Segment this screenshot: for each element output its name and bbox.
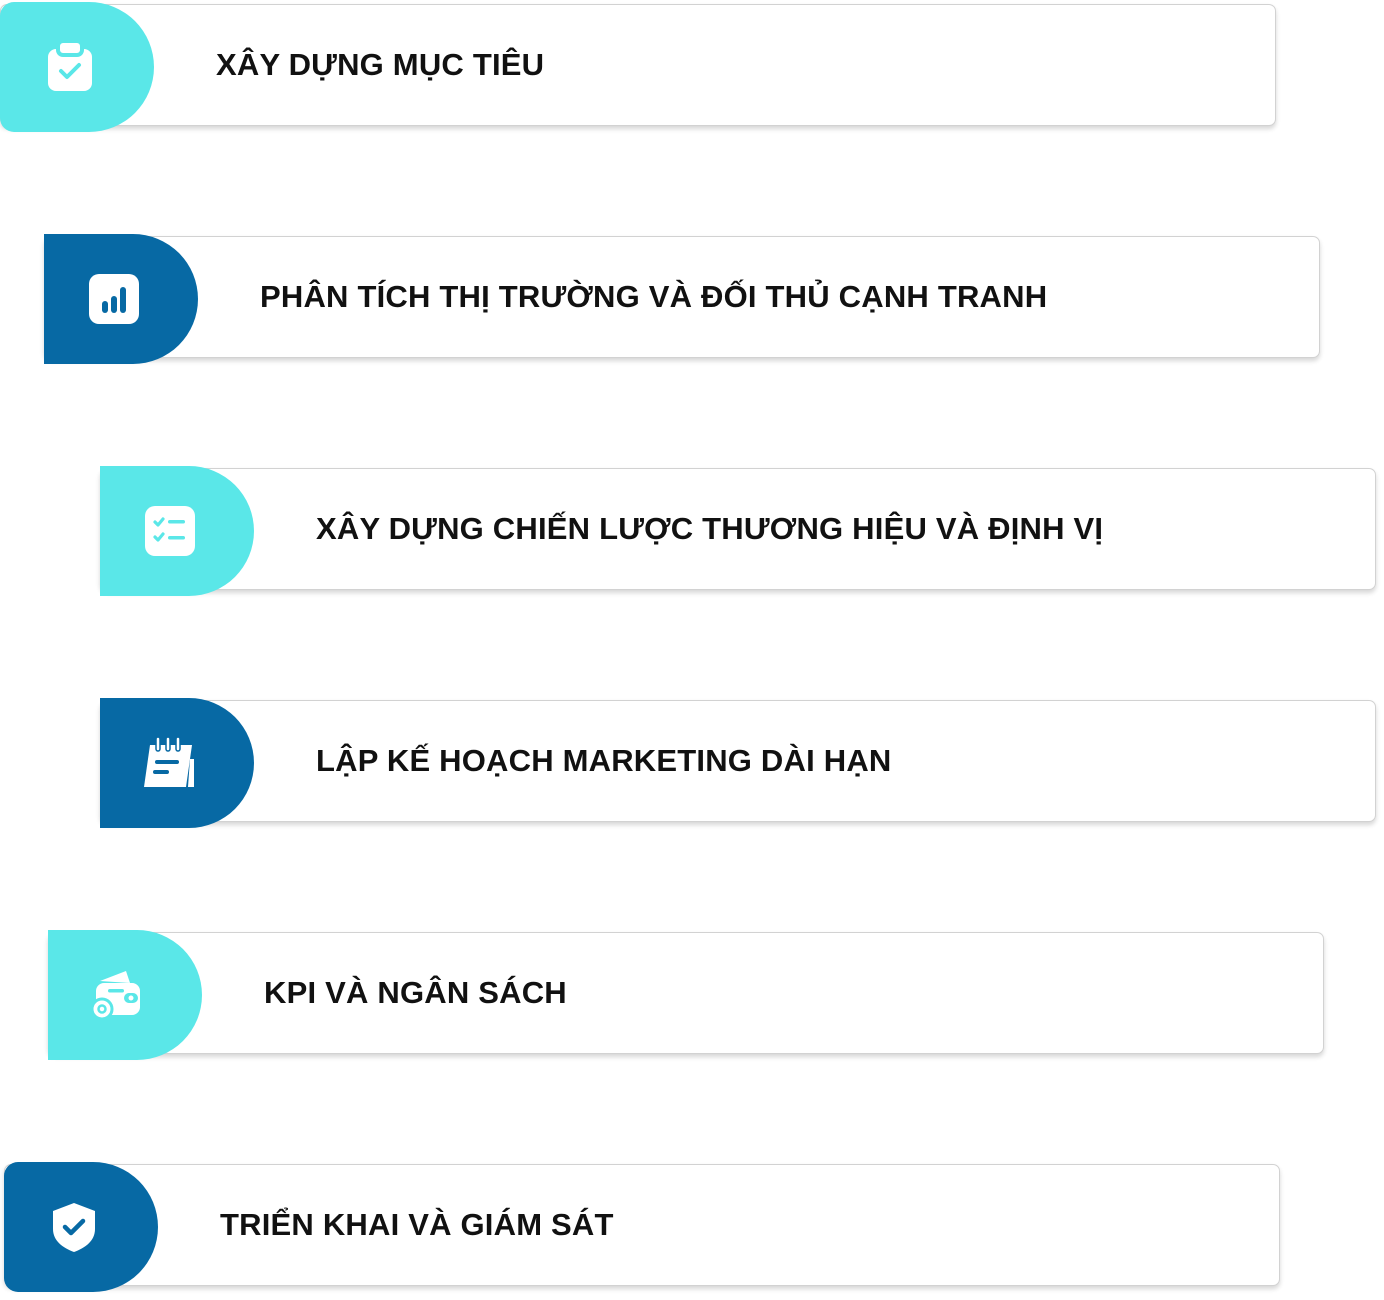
step-label: XÂY DỰNG CHIẾN LƯỢC THƯƠNG HIỆU VÀ ĐỊNH …	[316, 511, 1104, 546]
step-icon-tab	[48, 930, 202, 1060]
step-label: PHÂN TÍCH THỊ TRƯỜNG VÀ ĐỐI THỦ CẠNH TRA…	[260, 279, 1048, 314]
step-label: XÂY DỰNG MỤC TIÊU	[216, 47, 545, 82]
step-icon-tab	[100, 466, 254, 596]
bar-chart-icon	[89, 274, 139, 324]
step-card	[4, 1164, 1280, 1286]
step-1: XÂY DỰNG MỤC TIÊU	[0, 2, 1278, 134]
step-3: XÂY DỰNG CHIẾN LƯỢC THƯƠNG HIỆU VÀ ĐỊNH …	[100, 466, 1378, 598]
step-icon-tab	[100, 698, 254, 828]
clipboard-check-icon	[48, 41, 92, 91]
shield-check-icon	[53, 1203, 95, 1252]
step-card	[100, 468, 1376, 590]
wallet-money-icon	[90, 971, 140, 1021]
step-card	[44, 236, 1320, 358]
step-4: LẬP KẾ HOẠCH MARKETING DÀI HẠN	[100, 698, 1378, 830]
step-label: KPI VÀ NGÂN SÁCH	[264, 975, 567, 1010]
checklist-icon	[145, 506, 195, 556]
step-icon-tab	[0, 2, 154, 132]
step-card	[48, 932, 1324, 1054]
step-card	[0, 4, 1276, 126]
step-6: TRIỂN KHAI VÀ GIÁM SÁT	[4, 1162, 1282, 1294]
calendar-note-icon	[144, 736, 194, 787]
step-label: TRIỂN KHAI VÀ GIÁM SÁT	[220, 1207, 614, 1242]
step-5: KPI VÀ NGÂN SÁCH	[48, 930, 1326, 1062]
step-2: PHÂN TÍCH THỊ TRƯỜNG VÀ ĐỐI THỦ CẠNH TRA…	[44, 234, 1322, 366]
step-label: LẬP KẾ HOẠCH MARKETING DÀI HẠN	[316, 743, 892, 778]
step-icon-tab	[44, 234, 198, 364]
step-icon-tab	[4, 1162, 158, 1292]
step-card	[100, 700, 1376, 822]
